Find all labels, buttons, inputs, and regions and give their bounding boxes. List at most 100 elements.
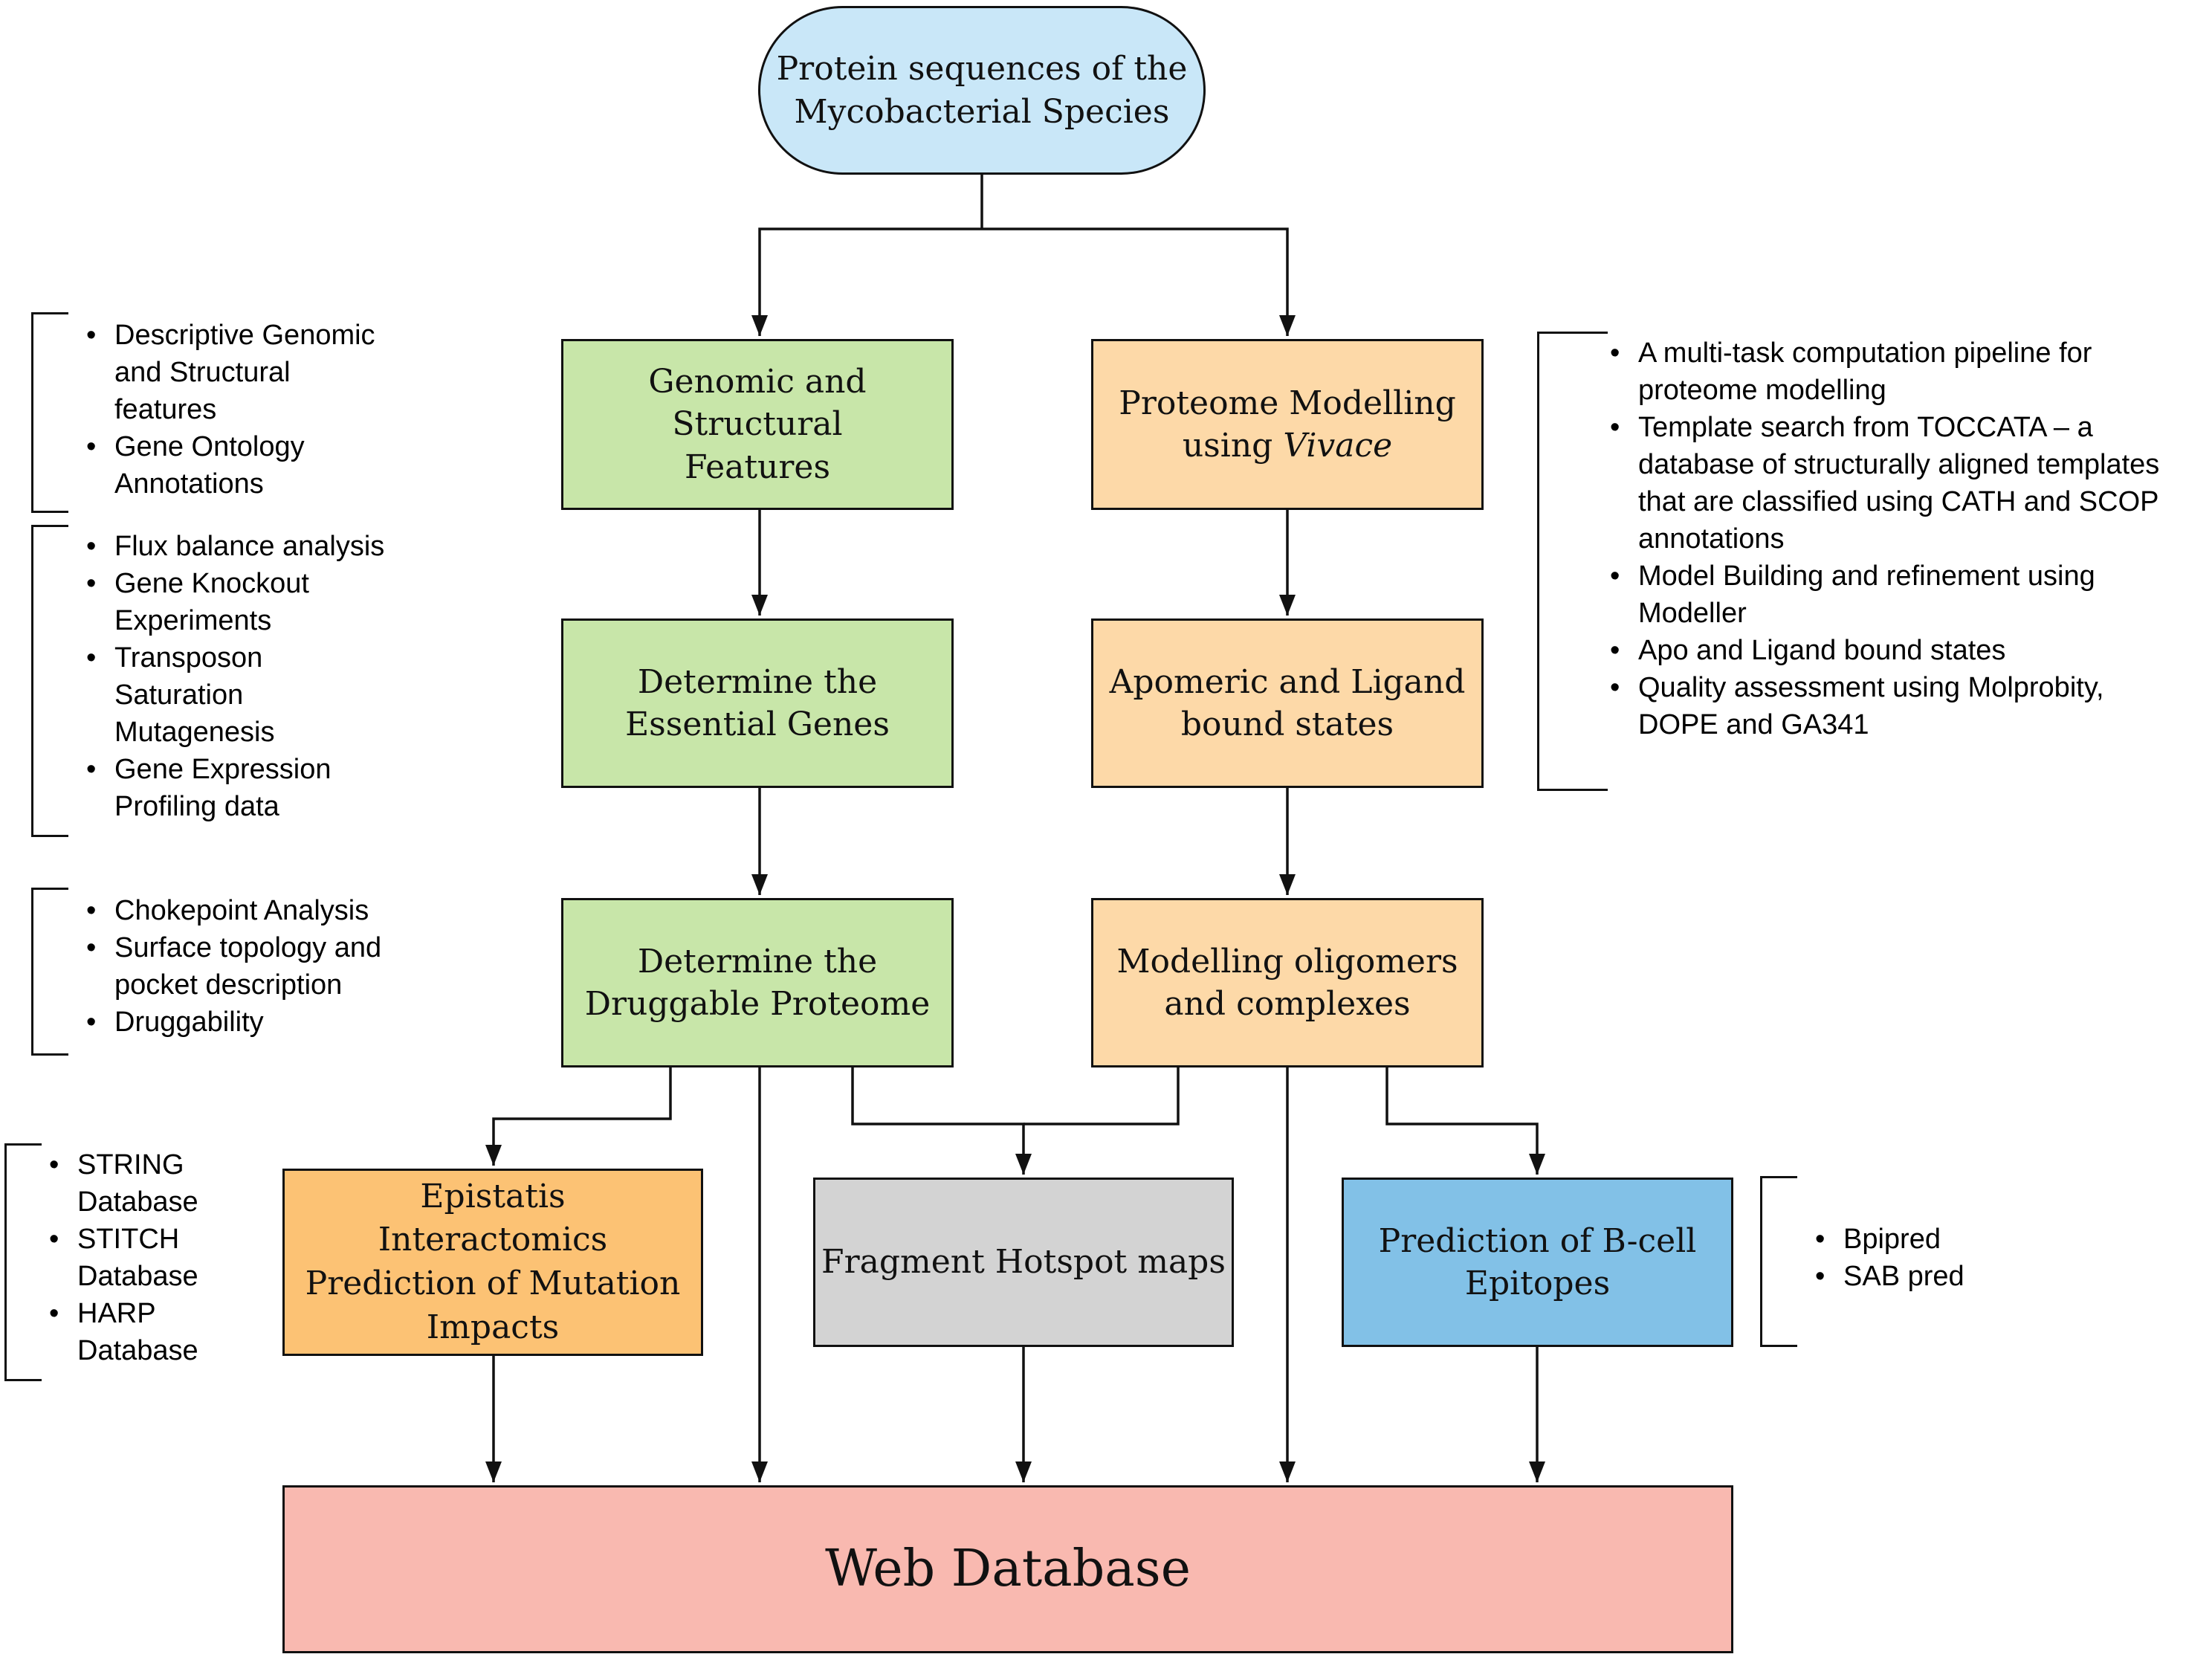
- list-item-text: STITCH Database: [77, 1224, 198, 1292]
- start-node-label: Protein sequences of the Mycobacterial S…: [776, 50, 1188, 131]
- list-item: • A multi-task computation pipeline for p…: [1608, 335, 2159, 409]
- list-item-text: HARP Database: [77, 1298, 198, 1366]
- arrowhead-epistatis: [485, 1145, 502, 1166]
- proteome-modelling-line1: Proteome Modelling: [1119, 384, 1456, 422]
- druggable-proteome-label: Determine the Druggable Proteome: [584, 942, 931, 1023]
- list-item-text: A multi-task computation pipeline for pr…: [1638, 337, 2092, 406]
- list-item: • Surface topology and pocket description: [85, 929, 381, 1004]
- list-item: • Apo and Ligand bound states: [1608, 632, 2159, 669]
- fragment-hotspot-node: Fragment Hotspot maps: [813, 1178, 1234, 1347]
- list-item-text: Descriptive Genomic and Structural featu…: [114, 320, 375, 425]
- bracket-interaction-dbs: [4, 1143, 42, 1381]
- bcell-epitopes-label: Prediction of B-cell Epitopes: [1378, 1221, 1697, 1302]
- arrowhead-proteome: [1279, 315, 1296, 336]
- list-item: •Druggability: [85, 1004, 381, 1041]
- start-node: Protein sequences of the Mycobacterial S…: [758, 6, 1206, 175]
- bracket-epitope-tools-left: [1760, 1176, 1797, 1347]
- list-item-text: Flux balance analysis: [114, 531, 385, 562]
- essential-genes-label: Determine the Essential Genes: [625, 662, 890, 743]
- list-item: • Quality assessment using Molprobity, DO…: [1608, 669, 2159, 743]
- bcell-epitopes-node: Prediction of B-cell Epitopes: [1342, 1178, 1733, 1347]
- list-item-text: Model Building and refinement using Mode…: [1638, 561, 2095, 629]
- connector-druggable-to-fragment: [851, 1067, 1025, 1175]
- apomeric-ligand-label: Apomeric and Ligand bound states: [1109, 662, 1466, 743]
- list-item-text: Gene Knockout Experiments: [114, 568, 309, 636]
- list-item-text: Surface topology and pocket description: [114, 932, 382, 1001]
- connector-start-to-genomic: [758, 227, 982, 336]
- bullet-icon: •: [1610, 561, 1620, 592]
- bullet-icon: •: [86, 320, 97, 351]
- arrowhead-bcell: [1529, 1154, 1545, 1175]
- genomic-features-label: Genomic and Structural Features: [648, 363, 867, 486]
- fragment-hotspot-label: Fragment Hotspot maps: [821, 1243, 1226, 1282]
- genomic-features-list: • Descriptive Genomic and Structural feat…: [85, 317, 375, 503]
- list-item: •Template search from TOCCATA – a databa…: [1608, 409, 2159, 558]
- modelling-oligomers-node: Modelling oligomers and complexes: [1091, 898, 1484, 1067]
- arrowhead-web-5: [1529, 1461, 1545, 1482]
- interaction-dbs-list: • STRING Database • STITCH Database • HARP …: [48, 1146, 198, 1369]
- bullet-icon: •: [86, 932, 97, 963]
- bullet-icon: •: [86, 431, 97, 462]
- epitope-tools-list: •Bpipred •SAB pred: [1814, 1221, 1964, 1295]
- arrowhead-apomeric: [1279, 595, 1296, 616]
- druggable-methods-list: •Chokepoint Analysis • Surface topology a…: [85, 892, 381, 1041]
- essential-genes-node: Determine the Essential Genes: [561, 618, 954, 788]
- arrowhead-web-4: [1279, 1461, 1296, 1482]
- bracket-druggable-methods: [31, 888, 68, 1056]
- list-item: •SAB pred: [1814, 1258, 1964, 1295]
- arrowhead-web-2: [751, 1461, 768, 1482]
- druggable-proteome-node: Determine the Druggable Proteome: [561, 898, 954, 1067]
- connector-druggable-to-epistatis: [492, 1067, 672, 1166]
- list-item: • Transposon Saturation Mutagenesis: [85, 639, 384, 751]
- connector-oligomers-to-fragment: [1023, 1067, 1180, 1125]
- arrowhead-druggable: [751, 874, 768, 895]
- list-item-text: STRING Database: [77, 1149, 198, 1218]
- bullet-icon: •: [86, 642, 97, 674]
- proteome-modelling-label: Proteome Modelling using Vivace: [1119, 382, 1456, 467]
- bullet-icon: •: [86, 568, 97, 599]
- list-item-text: Chokepoint Analysis: [114, 895, 369, 926]
- list-item-text: Druggability: [114, 1007, 264, 1038]
- essential-methods-list: • Flux balance analysis • Gene Knockout Ex…: [85, 528, 384, 825]
- arrowhead-web-3: [1015, 1461, 1032, 1482]
- proteome-modelling-using: using: [1182, 427, 1284, 465]
- epistatis-node: Epistatis Interactomics Prediction of Mu…: [282, 1169, 703, 1356]
- list-item-text: Gene Expression Profiling data: [114, 754, 332, 822]
- web-database-label: Web Database: [825, 1539, 1191, 1598]
- proteome-modelling-vivace: Vivace: [1283, 427, 1393, 465]
- genomic-features-node: Genomic and Structural Features: [561, 339, 954, 510]
- list-item: •Bpipred: [1814, 1221, 1964, 1258]
- list-item: •Gene Expression Profiling data: [85, 751, 384, 825]
- modelling-oligomers-label: Modelling oligomers and complexes: [1116, 942, 1458, 1023]
- arrowhead-fragment: [1015, 1154, 1032, 1175]
- bracket-genomic-features: [31, 312, 68, 513]
- list-item: •Chokepoint Analysis: [85, 892, 381, 929]
- list-item-text: Transposon Saturation Mutagenesis: [114, 642, 275, 748]
- list-item-text: Gene Ontology Annotations: [114, 431, 305, 500]
- bullet-icon: •: [1815, 1261, 1825, 1292]
- proteome-modelling-node: Proteome Modelling using Vivace: [1091, 339, 1484, 510]
- bullet-icon: •: [1610, 672, 1620, 703]
- arrowhead-essential: [751, 595, 768, 616]
- bullet-icon: •: [86, 531, 97, 562]
- list-item: • Descriptive Genomic and Structural feat…: [85, 317, 375, 428]
- bracket-modelling-pipeline: [1537, 332, 1608, 791]
- bullet-icon: •: [49, 1149, 59, 1180]
- list-item: • Model Building and refinement using Mod…: [1608, 558, 2159, 632]
- list-item: • STRING Database: [48, 1146, 198, 1221]
- arrowhead-oligomers: [1279, 874, 1296, 895]
- list-item-text: Quality assessment using Molprobity, DOP…: [1638, 672, 2104, 740]
- list-item-text: Apo and Ligand bound states: [1638, 635, 2006, 666]
- bullet-icon: •: [1815, 1224, 1825, 1255]
- apomeric-ligand-node: Apomeric and Ligand bound states: [1091, 618, 1484, 788]
- bullet-icon: •: [1610, 635, 1620, 666]
- web-database-node: Web Database: [282, 1485, 1733, 1653]
- connector-oligomers-to-bcell: [1385, 1067, 1539, 1175]
- list-item: • Gene Ontology Annotations: [85, 428, 375, 503]
- bullet-icon: •: [49, 1298, 59, 1329]
- bullet-icon: •: [1610, 412, 1620, 443]
- connector-start-to-proteome: [982, 227, 1289, 336]
- bullet-icon: •: [1610, 337, 1620, 369]
